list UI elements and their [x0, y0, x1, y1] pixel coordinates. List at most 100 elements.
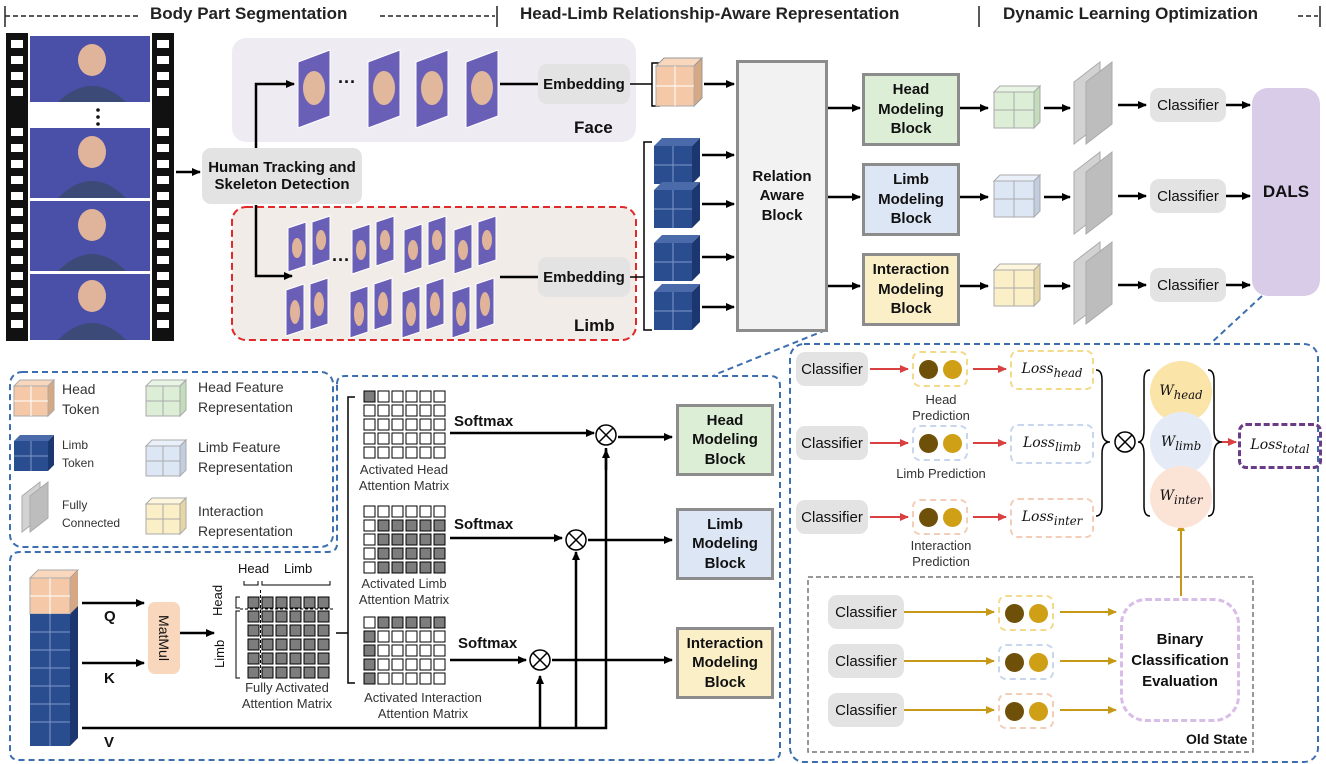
header-segmentation: Body Part Segmentation — [150, 4, 348, 23]
head-feature-cube — [992, 84, 1042, 130]
film-strip — [6, 33, 174, 341]
limb-prediction-box — [912, 425, 968, 461]
old-classifier-head: Classifier — [828, 595, 904, 629]
limb-matrix-caption: Activated Limb Attention Matrix — [358, 576, 450, 607]
full-attention-matrix — [235, 581, 334, 680]
legend-head-token-icon — [12, 378, 56, 418]
old-classifier-limb: Classifier — [828, 644, 904, 678]
legend-panel — [9, 371, 334, 548]
interaction-feature-cube — [992, 262, 1042, 308]
dals-classifier-limb: Classifier — [796, 426, 868, 460]
interaction-prediction-box — [912, 499, 968, 535]
prediction-dot-gold — [1029, 604, 1048, 623]
header-dashes — [4, 6, 1321, 27]
limb-feature-cube — [992, 173, 1042, 219]
attn-interaction-modeling-block: Interaction Modeling Block — [676, 627, 774, 699]
prediction-dot-dark — [919, 508, 938, 527]
v-label: V — [104, 734, 115, 751]
classifier-interaction: Classifier — [1150, 268, 1226, 302]
legend-interaction-label: Interaction Representation — [198, 503, 293, 539]
w-limb-circle: Wlimb — [1150, 412, 1212, 474]
prediction-dot-dark — [1005, 604, 1024, 623]
interaction-attention-matrix — [363, 616, 446, 685]
legend-limb-feature-label: Limb Feature Representation — [198, 439, 293, 475]
attention-panel — [9, 375, 781, 761]
w-inter-circle: Winter — [1150, 466, 1212, 528]
classifier-limb: Classifier — [1150, 179, 1226, 213]
prediction-dot-gold — [1029, 653, 1048, 672]
limb-region — [231, 206, 637, 341]
legend-interaction-icon — [144, 496, 188, 536]
loss-total-box: Losstotal — [1238, 423, 1322, 469]
softmax-limb: Softmax — [454, 516, 514, 533]
limb-attention-matrix — [363, 505, 446, 574]
dals-classifier-head: Classifier — [796, 352, 868, 386]
loss-inter-box: Lossinter — [1010, 498, 1094, 538]
full-matrix-head-row-axis: Head — [210, 584, 225, 616]
header-optimization: Dynamic Learning Optimization — [1003, 4, 1259, 23]
old-classifier-interaction: Classifier — [828, 693, 904, 727]
header-representation: Head-Limb Relationship-Aware Representat… — [520, 4, 900, 23]
matmul-box: MatMul — [148, 602, 180, 674]
prediction-dot-gold — [943, 508, 962, 527]
full-matrix-limb-axis: Limb — [284, 561, 313, 576]
legend-head-token-label: Head Token — [62, 381, 100, 417]
relation-aware-block: Relation Aware Block — [736, 60, 828, 332]
fc-layers — [1073, 60, 1113, 326]
vertical-ellipsis — [96, 108, 100, 126]
limb-crops — [285, 215, 497, 339]
inter-matrix-caption: Activated Interaction Attention Matrix — [364, 690, 482, 721]
interaction-prediction-label: Interaction Prediction — [910, 538, 972, 569]
old-state-panel — [807, 576, 1254, 753]
dals-panel — [789, 343, 1319, 763]
legend-limb-feature-icon — [144, 438, 188, 478]
legend-fc-label: Fully Connected — [62, 498, 121, 530]
q-label: Q — [104, 608, 116, 625]
face-label: Face — [574, 118, 613, 137]
softmax-interaction: Softmax — [458, 635, 518, 652]
video-frames — [30, 36, 150, 340]
head-token-cube — [654, 56, 704, 108]
limb-token-cubes — [654, 138, 700, 330]
old-head-prediction-box — [998, 595, 1054, 631]
attn-head-modeling-block: Head Modeling Block — [676, 404, 774, 476]
limb-prediction-label: Limb Prediction — [896, 466, 986, 481]
prediction-dot-dark — [919, 360, 938, 379]
head-modeling-block: Head Modeling Block — [862, 73, 960, 146]
attn-limb-modeling-block: Limb Modeling Block — [676, 508, 774, 580]
prediction-dot-dark — [919, 434, 938, 453]
tracking-box: Human Tracking and Skeleton Detection — [202, 148, 362, 204]
old-interaction-prediction-box — [998, 693, 1054, 729]
softmax-head: Softmax — [454, 413, 514, 430]
k-label: K — [104, 670, 115, 687]
old-limb-prediction-box — [998, 644, 1054, 680]
legend-head-feature-icon — [144, 378, 188, 418]
face-embedding-box: Embedding — [538, 64, 630, 104]
limb-modeling-block: Limb Modeling Block — [862, 163, 960, 236]
limb-embedding-box: Embedding — [538, 257, 630, 297]
prediction-dot-dark — [1005, 653, 1024, 672]
face-ellipsis: ··· — [338, 72, 356, 92]
prediction-dot-gold — [1029, 702, 1048, 721]
dals-block: DALS — [1252, 88, 1320, 296]
interaction-modeling-block: Interaction Modeling Block — [862, 253, 960, 326]
head-attention-matrix — [363, 390, 446, 459]
head-prediction-label: Head Prediction — [912, 392, 970, 423]
limb-label: Limb — [574, 316, 615, 335]
head-matrix-caption: Activated Head Attention Matrix — [358, 462, 450, 493]
prediction-dot-dark — [1005, 702, 1024, 721]
full-matrix-caption: Fully Activated Attention Matrix — [241, 680, 333, 711]
legend-fc-icon — [21, 480, 49, 534]
full-matrix-head-axis: Head — [238, 561, 270, 576]
legend-head-feature-label: Head Feature Representation — [198, 379, 293, 415]
head-prediction-box — [912, 351, 968, 387]
old-state-label: Old State — [1186, 731, 1248, 747]
classifier-head: Classifier — [1150, 88, 1226, 122]
binary-eval-box: Binary Classification Evaluation — [1120, 598, 1240, 722]
qkv-token-stack — [28, 569, 80, 746]
full-matrix-limb-row-axis: Limb — [212, 639, 227, 668]
prediction-dot-gold — [943, 434, 962, 453]
dals-classifier-interaction: Classifier — [796, 500, 868, 534]
legend-limb-token-icon — [14, 435, 54, 471]
